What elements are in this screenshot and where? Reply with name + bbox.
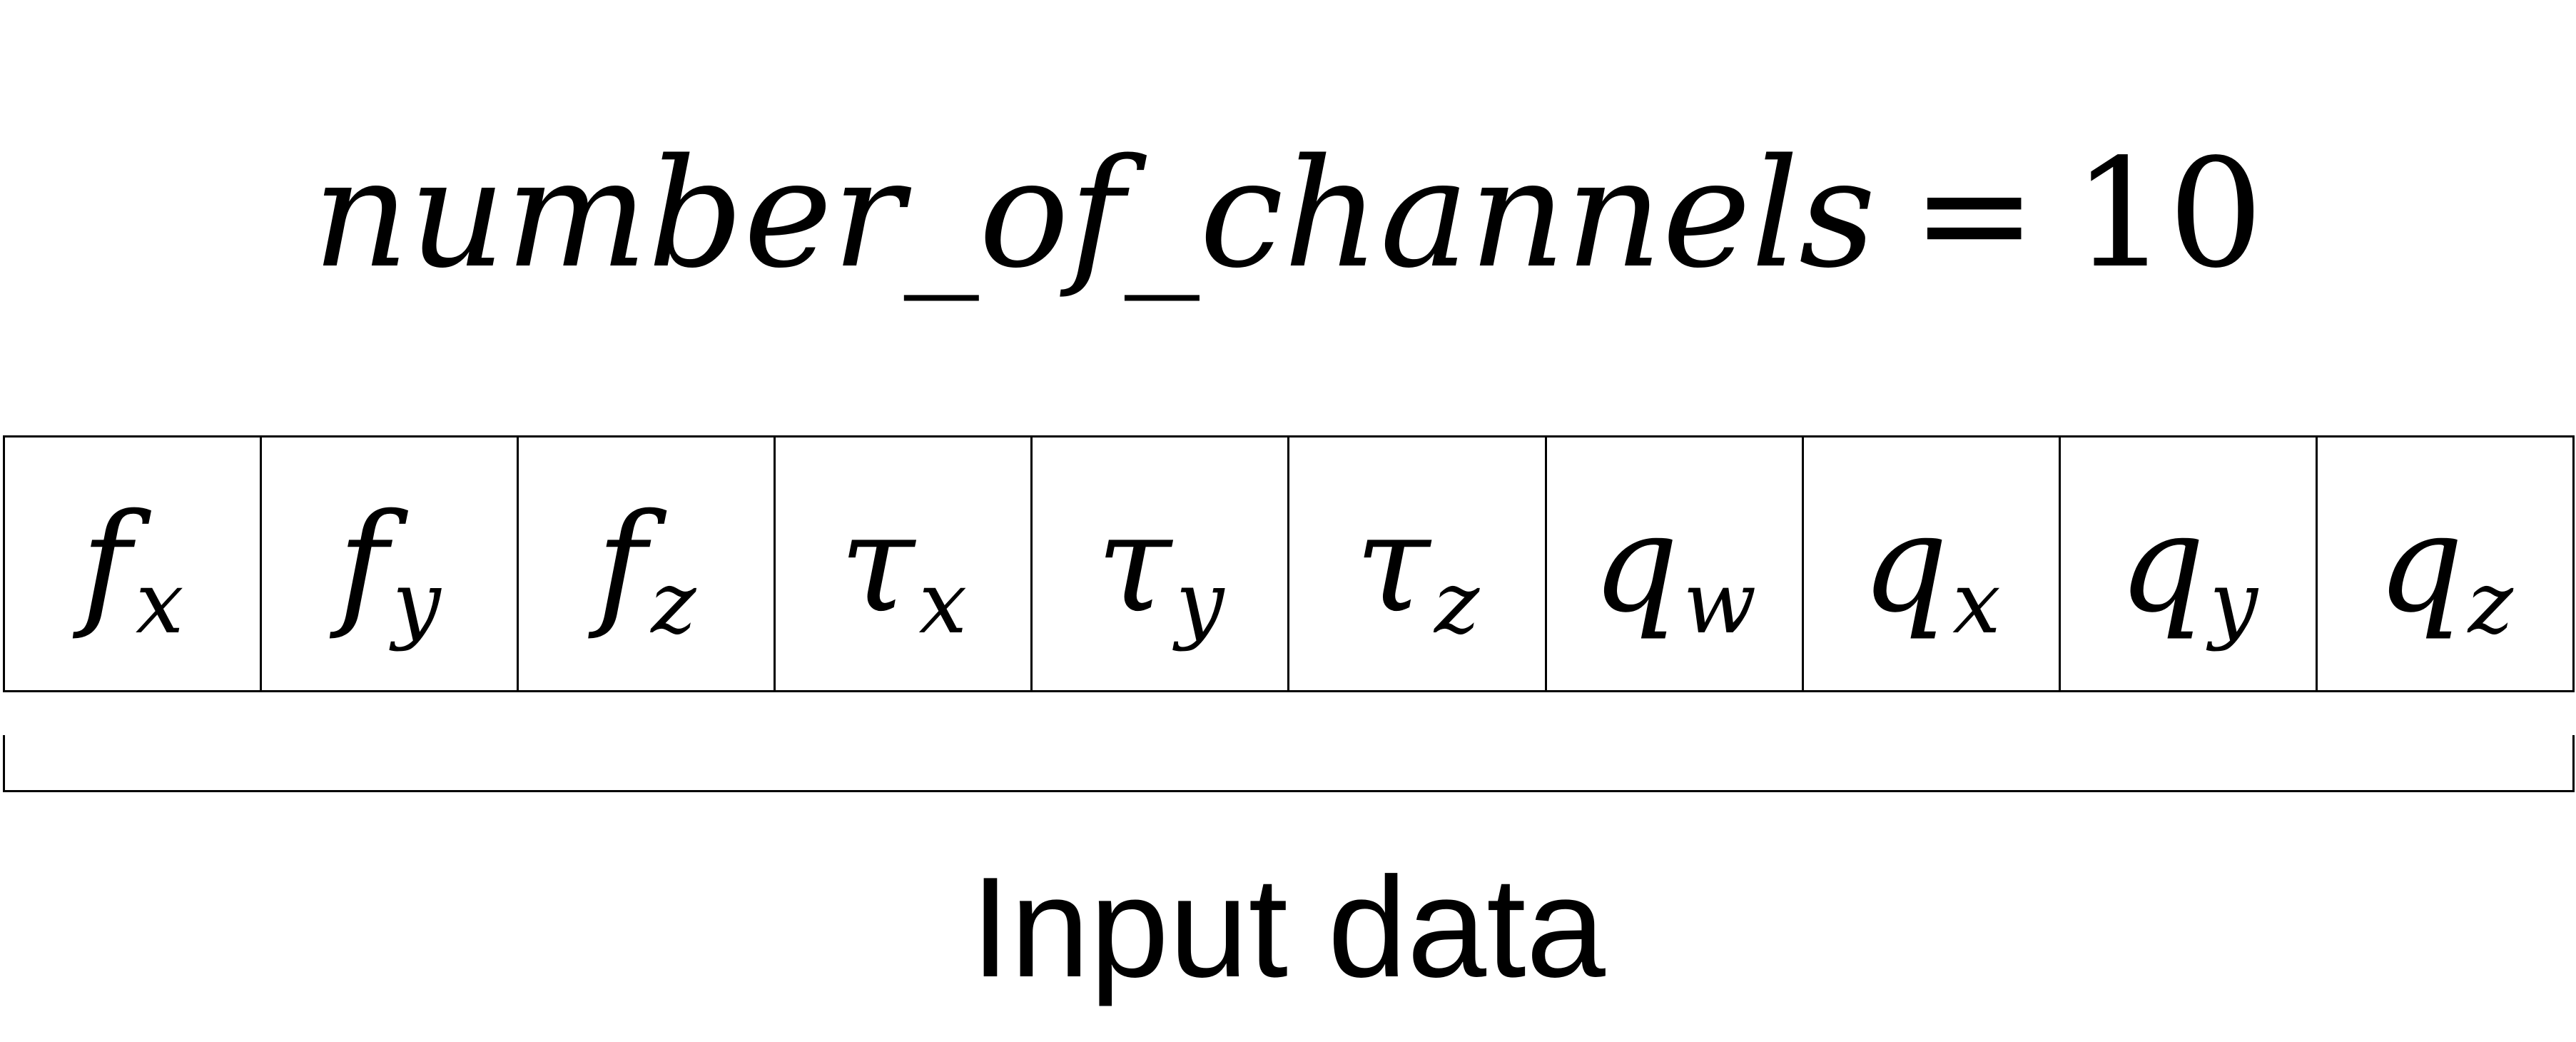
channel-subscript: y: [1175, 553, 1224, 653]
channel-count-formula: number_of_channels=10: [0, 107, 2576, 321]
channel-symbol: q: [1591, 485, 1679, 642]
channel-subscript: y: [392, 553, 441, 653]
channel-symbol: q: [2118, 485, 2206, 642]
channel-subscript: x: [135, 553, 184, 653]
channel-subscript: w: [1683, 553, 1757, 653]
channel-subscript: z: [651, 553, 696, 653]
input-data-caption: Input data: [970, 848, 1606, 1007]
channel-subscript: x: [1952, 553, 2001, 653]
channel-symbol: f: [596, 485, 647, 642]
formula-operator: =: [1911, 126, 2037, 301]
channel-symbol: τ: [839, 485, 915, 642]
channel-subscript: z: [2468, 553, 2513, 653]
channel-symbol: q: [1861, 485, 1949, 642]
channel-symbol: f: [338, 485, 388, 642]
channel-symbol: τ: [1354, 485, 1430, 642]
formula-variable: number_of_channels: [313, 126, 1876, 301]
channel-subscript: x: [918, 553, 968, 653]
channel-symbol: q: [2376, 485, 2464, 642]
channel-subscript: y: [2209, 553, 2258, 653]
formula-value: 10: [2072, 126, 2263, 301]
channel-symbol: τ: [1096, 485, 1172, 642]
grouping-bracket: [3, 735, 2575, 792]
channel-symbol: f: [81, 485, 131, 642]
channel-subscript: z: [1434, 553, 1480, 653]
